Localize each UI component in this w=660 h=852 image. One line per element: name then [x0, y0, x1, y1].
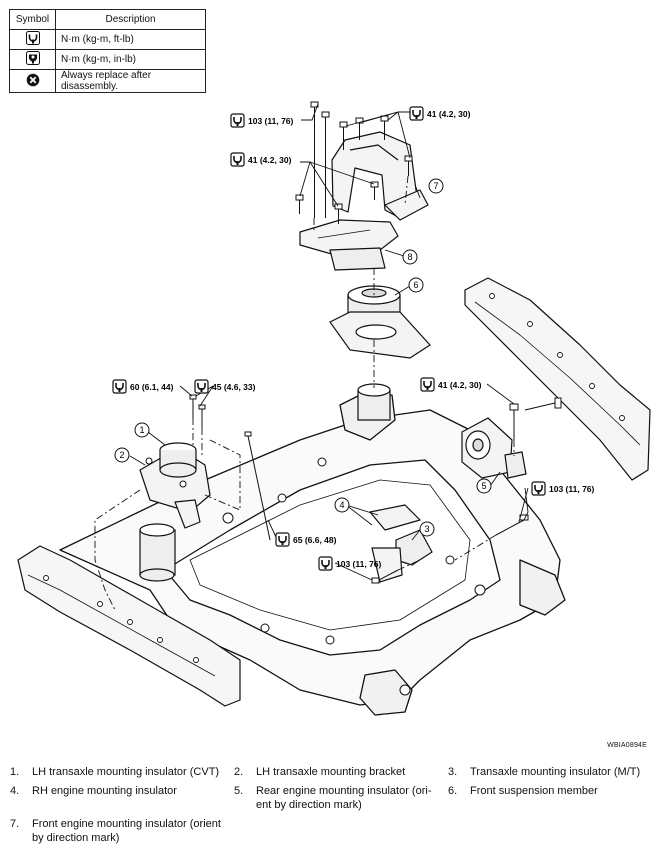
torque-callout: 41 (4.2, 30) — [230, 152, 292, 167]
part-number-3: 3 — [419, 521, 435, 537]
svg-text:1: 1 — [139, 425, 144, 435]
part-number-2: 2 — [114, 447, 130, 463]
part-number-8: 8 — [402, 249, 418, 265]
torque-value: 41 (4.2, 30) — [248, 155, 292, 165]
torque-wrench-icon — [25, 31, 40, 45]
torque-callout: 45 (4.6, 33) — [194, 379, 256, 394]
rear-engine-mount — [461, 417, 527, 479]
legend-item: 4. RH engine mounting insulator — [10, 785, 177, 797]
part-number-1: 1 — [134, 422, 150, 438]
transaxle-mount-mt — [369, 504, 433, 583]
legend-item: 6. Front suspension member — [448, 785, 598, 797]
symbol-table: Symbol Description N·m (kg-m, ft-lb) — [9, 9, 206, 93]
figure-reference: WBIA0894E — [607, 742, 647, 749]
symbol-row: N·m (kg-m, in-lb) — [9, 49, 206, 70]
mounting-bolts — [145, 101, 562, 584]
symbol-description: N·m (kg-m, in-lb) — [55, 49, 206, 70]
torque-callout: 65 (6.6, 48) — [275, 532, 337, 547]
symbol-description: Always replace after disassembly. — [55, 69, 206, 93]
part-number-7: 7 — [428, 178, 444, 194]
symbol-row: N·m (kg-m, ft-lb) — [9, 29, 206, 50]
leader-lines — [129, 103, 529, 581]
symbol-row: Always replace after disassembly. — [9, 69, 206, 93]
legend-item: 3. Transaxle mounting insulator (M/T) — [448, 766, 641, 778]
symbol-description: N·m (kg-m, ft-lb) — [55, 29, 206, 50]
part-number-6: 6 — [408, 277, 424, 293]
torque-callout: 103 (11, 76) — [318, 556, 382, 571]
frame-mount-boss — [139, 383, 391, 582]
legend-item: 7. Front engine mounting insulator (orie… — [10, 818, 221, 844]
torque-value: 60 (6.1, 44) — [130, 382, 174, 392]
svg-text:4: 4 — [339, 500, 344, 510]
torque-value: 103 (11, 76) — [336, 559, 382, 569]
torque-callout: 41 (4.2, 30) — [409, 106, 471, 121]
legend-item: 2. LH transaxle mounting bracket — [234, 766, 406, 778]
svg-text:6: 6 — [413, 280, 418, 290]
assembly-lines — [94, 175, 515, 611]
svg-text:8: 8 — [407, 252, 412, 262]
symbol-header: Symbol — [9, 9, 56, 30]
torque-wrench-small-icon — [25, 51, 40, 65]
torque-value: 41 (4.2, 30) — [427, 109, 471, 119]
torque-callout: 103 (11, 76) — [531, 481, 595, 496]
torque-callout: 60 (6.1, 44) — [112, 379, 174, 394]
part-number-5: 5 — [476, 478, 492, 494]
front-engine-mount-bracket — [299, 131, 429, 271]
torque-value: 41 (4.2, 30) — [438, 380, 482, 390]
lh-transaxle-mount — [139, 442, 211, 529]
front-suspension-member — [59, 394, 566, 716]
always-replace-icon — [26, 73, 39, 86]
svg-text:3: 3 — [424, 524, 429, 534]
torque-callout: 103 (11, 76) — [230, 113, 294, 128]
torque-value: 103 (11, 76) — [549, 484, 595, 494]
svg-text:2: 2 — [119, 450, 124, 460]
legend-item: 5. Rear engine mounting insulator (ori-e… — [234, 785, 432, 811]
torque-value: 103 (11, 76) — [248, 116, 294, 126]
torque-value: 65 (6.6, 48) — [293, 535, 337, 545]
torque-value: 45 (4.6, 33) — [212, 382, 256, 392]
svg-text:7: 7 — [433, 181, 438, 191]
legend-item: 1. LH transaxle mounting insulator (CVT) — [10, 766, 220, 778]
exploded-view-diagram: 103 (11, 76) 41 (4.2, 30) 41 (4.2, 30) 6… — [17, 101, 651, 716]
right-side-member — [464, 277, 651, 481]
svg-text:5: 5 — [481, 481, 486, 491]
left-side-member — [17, 545, 241, 707]
part-number-4: 4 — [334, 497, 350, 513]
description-header: Description — [55, 9, 206, 30]
engine-mount-insulator — [329, 285, 431, 359]
torque-callout: 41 (4.2, 30) — [420, 377, 482, 392]
